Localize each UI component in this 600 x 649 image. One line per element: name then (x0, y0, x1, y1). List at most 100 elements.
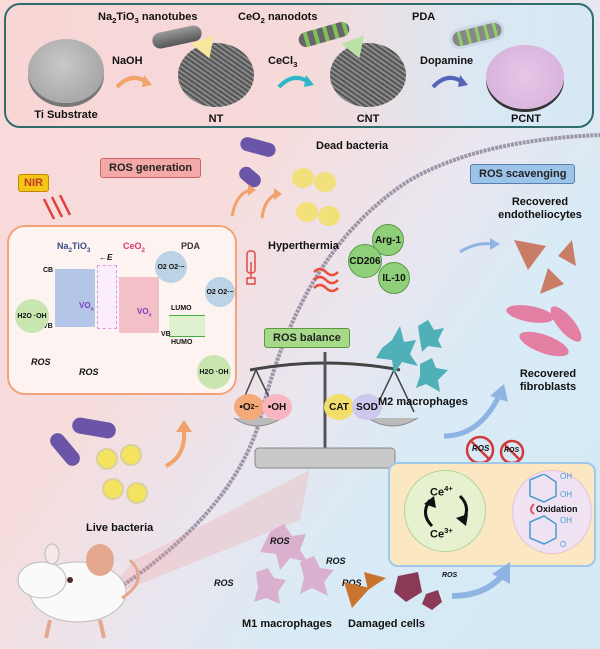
scavenging-mechanism-box: Ce4+ Ce3+ OH OH Oxidation OH O (388, 462, 596, 567)
material-na2tio3: Na2TiO3 (57, 241, 91, 254)
pcnt-disc (486, 45, 564, 109)
ros-burst: ROS (214, 578, 234, 588)
damaged-cells-icon (344, 572, 442, 610)
arrow-icon (115, 75, 152, 89)
live-bacteria-label: Live bacteria (86, 522, 154, 534)
ros-burst: ROS (326, 556, 346, 566)
catechol-structure-icon (529, 474, 557, 545)
m2-macrophages-icon (376, 320, 448, 392)
recovered-endotheliocytes-label: Recovered endotheliocytes (498, 196, 582, 221)
reagent-dopamine: Dopamine (420, 55, 474, 67)
dead-bacteria-label: Dead bacteria (316, 140, 389, 152)
arrow-icon (165, 420, 192, 468)
reagent-cecl3: CeCl3 (268, 55, 298, 70)
redox-cycle-arrows-icon (424, 494, 468, 528)
pda-band (169, 315, 205, 337)
oxidation-label: Oxidation (536, 504, 578, 514)
ros-scavenging-tag: ROS scavenging (470, 164, 576, 184)
arrow-icon (277, 75, 314, 89)
nanotubes-callout: Na2TiO3 nanotubes (98, 11, 198, 26)
material-ceo2: CeO2 (123, 241, 146, 254)
vb-label: VB (43, 323, 53, 330)
o2-radical-bubble: O2 O2·− (155, 251, 187, 283)
ros-burst: ROS (31, 357, 51, 367)
ce3-label: Ce3+ (430, 526, 453, 541)
interface-band (97, 265, 117, 329)
endotheliocytes-icon (514, 240, 576, 294)
marker-il10: IL-10 (378, 262, 410, 294)
balance-scale-icon (233, 352, 419, 469)
ti-substrate-disc (28, 39, 104, 103)
oh-label: OH (560, 490, 572, 499)
mouse-illustration (17, 543, 140, 639)
live-bacterium-cocci (126, 482, 148, 504)
ce-redox-cycle (404, 470, 486, 552)
cb-label: CB (43, 267, 54, 274)
nt-disc (178, 43, 254, 107)
catechol-oxidation-circle (512, 470, 592, 554)
material-pda: PDA (181, 241, 201, 251)
arrow-icon (230, 184, 282, 219)
hyperthermia-label: Hyperthermia (268, 240, 339, 252)
stage-label-cnt: CNT (356, 113, 380, 125)
o2-radical-bubble: O2 O2·− (205, 277, 235, 307)
o-label: O (560, 540, 567, 549)
reagent-naoh: NaOH (112, 55, 143, 67)
recovered-fibroblasts-label: Recovered fibroblasts (519, 368, 577, 393)
ros-generation-tag: ROS generation (100, 158, 202, 178)
ros-blocked-label: ROS (504, 447, 520, 454)
h2o-radical-bubble: H2O ·OH (197, 355, 231, 389)
dead-bacterium-cocci (314, 172, 336, 192)
lumo-label: LUMO (171, 305, 192, 312)
ce4-label: Ce4+ (430, 484, 453, 499)
dead-bacterium-cocci (318, 206, 340, 226)
stage-label-ti: Ti Substrate (34, 109, 98, 121)
hydroxyl-bubble: •OH (262, 394, 292, 420)
sod-bubble: SOD (352, 394, 382, 420)
m1-macrophages-icon (254, 524, 334, 604)
fibroblasts-icon (506, 305, 582, 357)
pda-callout: PDA (412, 11, 436, 23)
damaged-cells-label: Damaged cells (348, 618, 426, 630)
oh-label: OH (560, 472, 572, 481)
arrow-icon (443, 384, 508, 439)
ros-burst: ROS (442, 572, 458, 579)
dead-bacterium-cocci (296, 202, 318, 222)
thermometer-icon (246, 250, 256, 285)
live-bacterium-cocci (96, 448, 118, 470)
h2o-radical-bubble: H2O ·OH (15, 299, 49, 333)
na2tio3-band (55, 269, 95, 327)
ros-burst: ROS (270, 536, 290, 546)
ros-balance-tag: ROS balance (264, 328, 350, 348)
heat-waves-icon (313, 267, 339, 293)
cat-bubble: CAT (324, 394, 354, 420)
arrow-icon (431, 75, 468, 89)
vo-label: VOx (137, 307, 152, 319)
marker-cd206: CD206 (348, 244, 382, 278)
humo-label: HUMO (171, 339, 193, 346)
oh-label: OH (560, 516, 572, 525)
marker-arg1: Arg-1 (372, 224, 404, 256)
vb-label: VB (161, 331, 171, 338)
ros-burst: ROS (79, 367, 99, 377)
live-bacterium-cocci (120, 444, 142, 466)
nir-rays-icon (42, 195, 72, 220)
cnt-disc (330, 43, 406, 107)
synthesis-panel: Ti Substrate NaOH Na2TiO3 nanotubes NT C… (4, 3, 594, 128)
ros-blocked-label: ROS (472, 444, 490, 453)
arrow-icon (451, 562, 510, 599)
vo-label: VOx (79, 301, 94, 313)
photocatalysis-mechanism-box: Na2TiO3 CeO2 PDA CB VB CB VB LUMO HUMO ←… (7, 225, 237, 395)
stage-label-pcnt: PCNT (511, 113, 541, 125)
live-bacterium-cocci (102, 478, 124, 500)
ros-burst: ROS (342, 578, 362, 588)
nir-tag: NIR (18, 174, 49, 192)
ceo2-band (119, 277, 159, 333)
stage-label-nt: NT (208, 113, 224, 125)
arrow-icon (459, 238, 500, 254)
m1-macrophages-label: M1 macrophages (242, 618, 332, 630)
dead-bacterium-cocci (292, 168, 314, 188)
